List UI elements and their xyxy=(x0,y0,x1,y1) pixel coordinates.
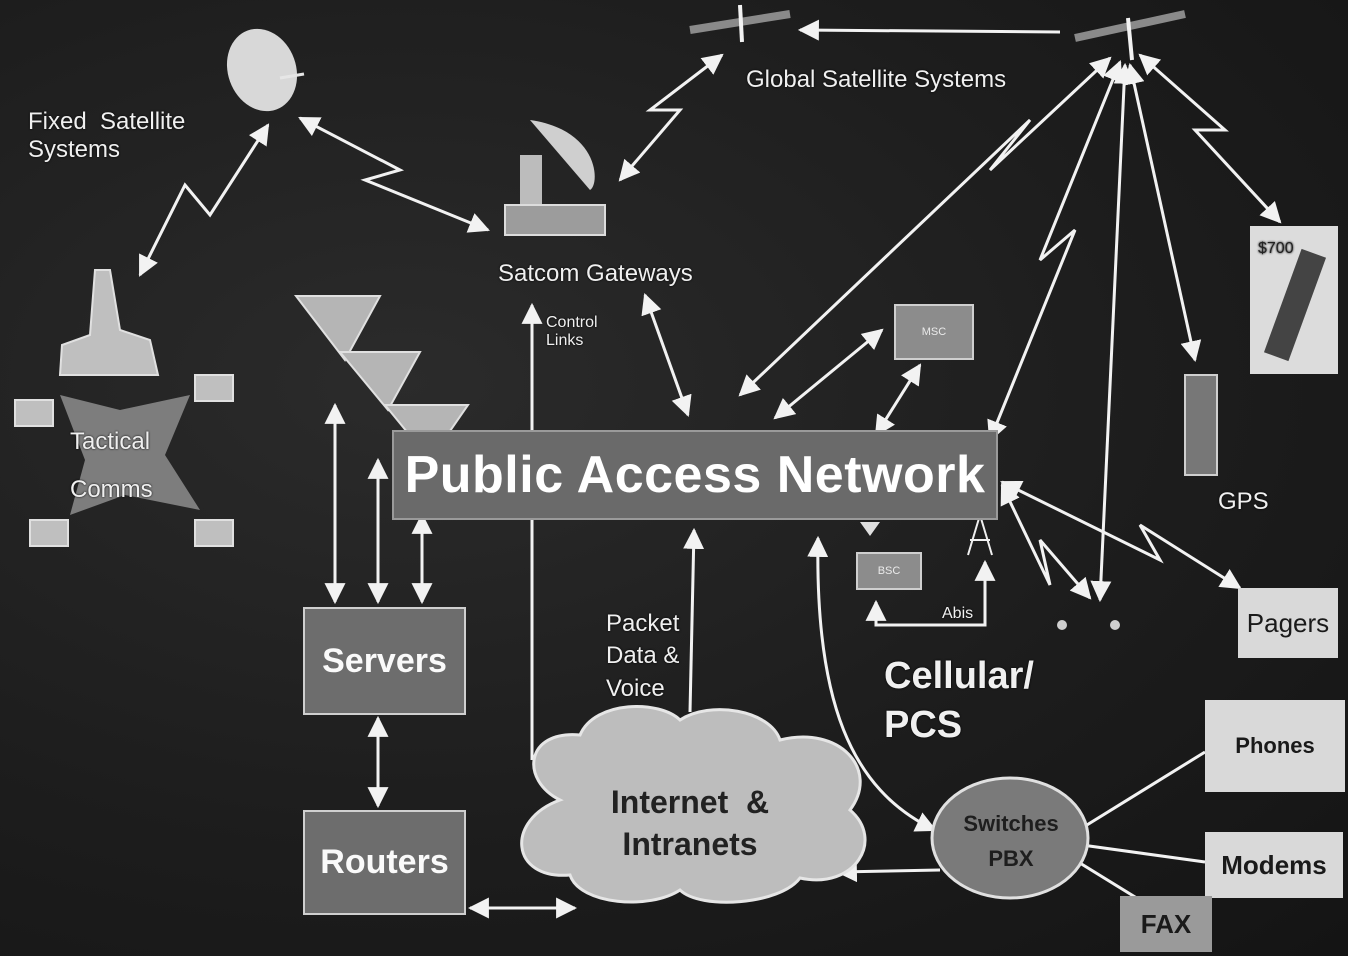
routers-box: Routers xyxy=(303,810,466,915)
switches-pbx-label: Switches PBX xyxy=(963,811,1059,872)
msc-box: MSC xyxy=(894,304,974,360)
fax-box: FAX xyxy=(1120,896,1212,952)
public-access-network-bar: Public Access Network xyxy=(392,430,998,520)
tactical-comms-label: Tactical Comms xyxy=(70,428,153,503)
global-satellite-label: Global Satellite Systems xyxy=(746,66,1007,93)
servers-box: Servers xyxy=(303,607,466,715)
bsc-box: BSC xyxy=(856,552,922,590)
bsc-antenna-icon xyxy=(860,522,880,536)
abis-label: Abis xyxy=(942,605,974,622)
price-tag-label: $700 xyxy=(1258,240,1294,257)
switches-pbx-ellipse xyxy=(930,776,1090,900)
internet-intranets-label: Internet & Intranets xyxy=(610,784,770,862)
ground-station-icon xyxy=(504,120,606,236)
tactical-star xyxy=(60,395,200,515)
modems-box: Modems xyxy=(1205,832,1343,898)
internet-cloud xyxy=(520,705,867,904)
satellite-dish-icon xyxy=(226,28,305,112)
ship-icon xyxy=(14,269,234,547)
phones-box: Phones xyxy=(1205,700,1345,792)
mobile-phone-icon xyxy=(1184,374,1218,476)
fixed-satellite-label: Fixed Satellite Systems xyxy=(28,108,186,163)
cellular-pcs-label: Cellular/ PCS xyxy=(884,655,1034,747)
packet-data-voice-label: Packet Data & Voice xyxy=(606,610,680,702)
pagers-box: Pagers xyxy=(1238,588,1338,658)
gps-label: GPS xyxy=(1218,488,1269,515)
satcom-gateways-label: Satcom Gateways xyxy=(498,260,693,287)
control-links-label: Control Links xyxy=(546,314,598,350)
